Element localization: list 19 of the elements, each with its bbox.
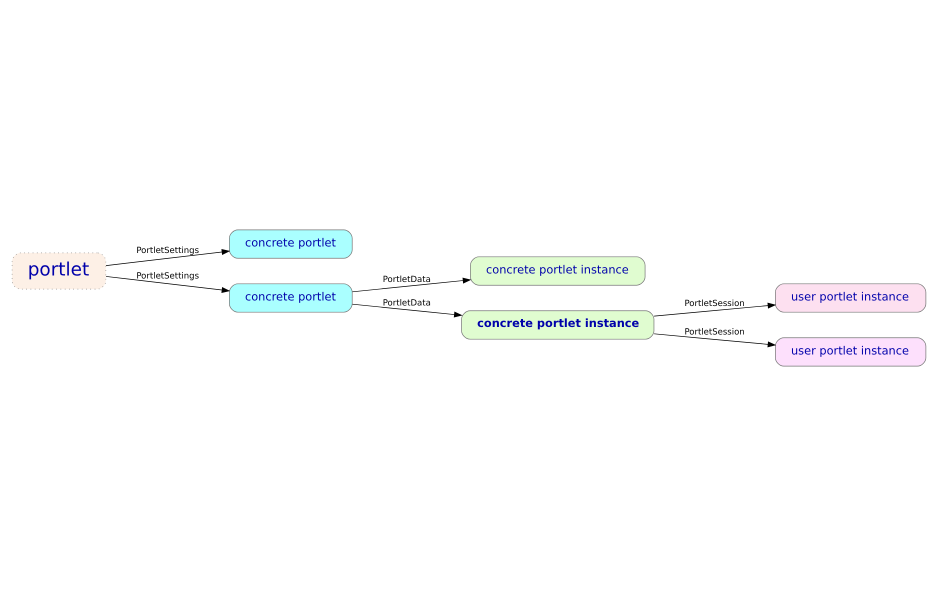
node-box: concrete portlet instance — [461, 310, 654, 340]
node-box: concrete portlet instance — [470, 256, 646, 286]
edge-label: PortletSession — [684, 327, 745, 338]
edge-label: PortletSettings — [136, 245, 200, 256]
edge-label: PortletData — [382, 274, 431, 285]
edge-label: PortletSession — [684, 298, 745, 309]
node-box: portlet — [12, 252, 106, 289]
node-box: concrete portlet — [229, 282, 353, 312]
arrow — [654, 302, 776, 316]
arrow — [106, 276, 230, 292]
node-box: concrete portlet — [229, 228, 353, 258]
arrow — [352, 277, 472, 292]
node-box: user portlet instance — [775, 282, 926, 312]
arrow — [654, 332, 776, 347]
node-box: user portlet instance — [775, 336, 926, 366]
edge-label: PortletData — [382, 298, 431, 308]
edge-label: PortletSettings — [136, 271, 200, 282]
arrow — [106, 248, 230, 266]
arrow — [352, 303, 463, 317]
